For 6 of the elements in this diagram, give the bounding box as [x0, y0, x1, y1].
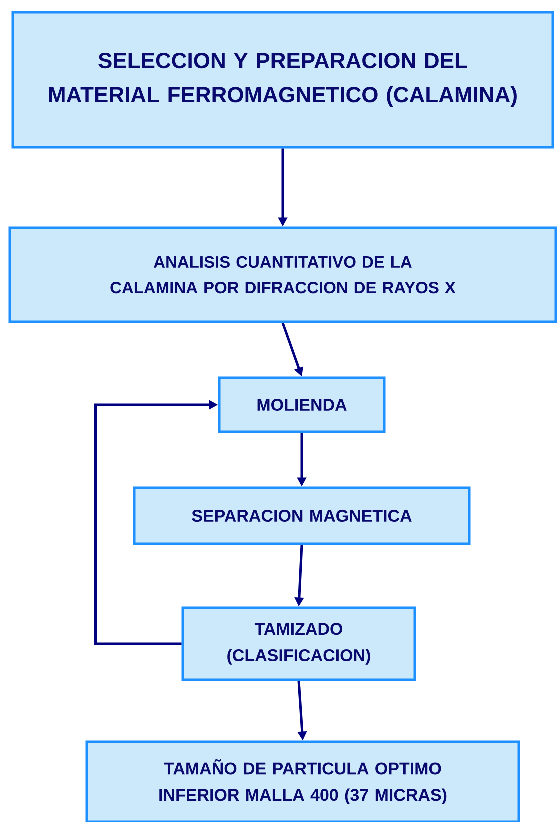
process-box: TAMIZADO (CLASIFICACION)	[182, 606, 416, 682]
process-box: SEPARACION MAGNETICA	[133, 486, 471, 546]
process-box: ANALISIS CUANTITATIVO DE LA CALAMINA POR DIFRACCION DE RAYOS X	[8, 226, 558, 324]
process-box: SELECCION Y PREPARACION DEL MATERIAL FERROMAGNETICO (CALAMINA)	[12, 11, 554, 149]
process-box: TAMAÑO DE PARTICULA OPTIMO INFERIOR MALLA 400 (37 MICRAS)	[86, 740, 520, 822]
process-box: MOLIENDA	[218, 376, 386, 434]
